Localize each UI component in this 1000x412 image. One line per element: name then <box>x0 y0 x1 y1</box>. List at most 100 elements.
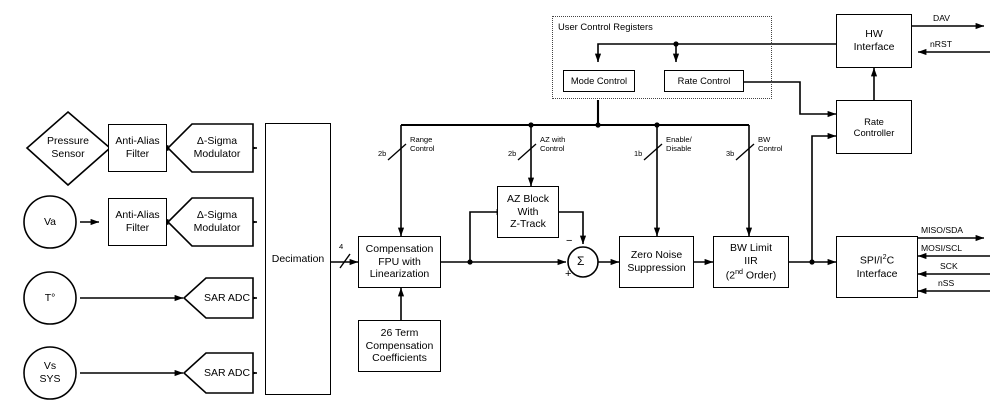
hw-interface-line2: Interface <box>853 41 895 53</box>
fpu-line3: Linearization <box>369 268 430 281</box>
bw-control-bits: 3b <box>726 149 735 158</box>
fpu-line2: FPU with <box>378 255 421 268</box>
decimation-block[interactable]: Decimation <box>265 123 331 395</box>
rate-control-register[interactable]: Rate Control <box>664 70 744 92</box>
summer-minus-sign: − <box>566 235 573 247</box>
bus-slash-bw <box>735 143 755 161</box>
delta-sigma-modulator-2-shape <box>166 197 254 247</box>
va-circle <box>23 195 77 249</box>
bw-control-line1: BW <box>758 135 771 144</box>
mod2-line2: Modulator <box>193 222 241 234</box>
zero-noise-suppression-block[interactable]: Zero Noise Suppression <box>619 236 694 288</box>
az-line3: Z-Track <box>510 218 546 231</box>
fpu-line1: Compensation <box>365 242 434 255</box>
decimation-bus-width-label: 4 <box>339 242 344 251</box>
pressure-sensor-line2: Sensor <box>51 148 85 160</box>
mod2-line1: Δ-Sigma <box>196 209 238 222</box>
user-control-registers-container <box>552 16 772 99</box>
summer-circle <box>567 246 599 278</box>
az-line1: AZ Block <box>506 192 549 205</box>
coeff-line1: 26 Term <box>380 326 419 339</box>
vs-sys-label: Vs SYS <box>24 357 76 389</box>
anti-alias-filter-2-line1: Anti-Alias <box>115 209 160 222</box>
pressure-sensor-line1: Pressure <box>46 135 89 148</box>
bus-slash-enable <box>643 143 663 161</box>
enable-disable-line1: Enable/ <box>666 135 692 144</box>
summer-sigma-symbol: Σ <box>577 254 585 268</box>
az-control-label: AZ with Control <box>540 135 566 154</box>
va-label: Va <box>43 215 57 228</box>
az-control-line1: AZ with <box>540 135 566 144</box>
anti-alias-filter-2[interactable]: Anti-Alias Filter <box>108 198 167 246</box>
sar-adc-2-shape <box>182 352 254 394</box>
spi-i2c-interface-block[interactable]: SPI/I2C Interface <box>836 236 918 298</box>
az-control-line2: Control <box>540 143 565 153</box>
mod1-line1: Δ-Sigma <box>196 135 238 148</box>
delta-sigma-modulator-2-label: Δ-Sigma Modulator <box>180 204 254 240</box>
mode-control-register[interactable]: Mode Control <box>563 70 635 92</box>
vs-sys-circle <box>23 346 77 400</box>
miso-sda-signal-label: MISO/SDA <box>921 225 964 235</box>
dav-signal-label: DAV <box>933 13 951 23</box>
range-control-line1: Range <box>410 135 433 144</box>
summer-plus-sign: + <box>565 268 572 280</box>
range-control-line2: Control <box>410 143 435 153</box>
az-line2: With <box>517 205 539 218</box>
sar-adc-1-label: SAR ADC <box>203 291 251 304</box>
coeff-line2: Compensation <box>365 339 434 352</box>
nrst-signal-label: nRST <box>930 39 952 49</box>
user-control-registers-title: User Control Registers <box>558 21 653 32</box>
wire-bwlimit-to-rate-controller <box>811 132 837 262</box>
hw-interface-block[interactable]: HW Interface <box>836 14 912 68</box>
enable-disable-label: Enable/ Disable <box>666 135 692 154</box>
bw-control-label: BW Control <box>758 135 783 154</box>
compensation-coefficients-block[interactable]: 26 Term Compensation Coefficients <box>358 320 441 372</box>
delta-sigma-modulator-1-label: Δ-Sigma Modulator <box>180 130 254 166</box>
vs-sys-line1: Vs <box>43 360 57 373</box>
pressure-sensor-diamond <box>25 110 112 187</box>
zns-line2: Suppression <box>627 262 686 274</box>
coeff-line3: Coefficients <box>372 352 427 365</box>
rate-controller-block[interactable]: Rate Controller <box>836 100 912 154</box>
bw-line1: BW Limit <box>730 242 772 255</box>
bus-slash-4 <box>339 253 351 269</box>
enable-disable-line2: Disable <box>666 143 692 153</box>
zns-line1: Zero Noise <box>630 249 683 262</box>
wire-ratecontrol-to-ratecontroller <box>744 81 837 118</box>
anti-alias-filter-1-line2: Filter <box>125 148 150 160</box>
wire-registers-trunk-to-mode-control <box>594 43 772 63</box>
bus-slash-az <box>517 143 537 161</box>
bus-junction-dots <box>467 41 815 265</box>
bw-control-line2: Control <box>758 143 783 153</box>
temperature-label: T° <box>44 291 56 304</box>
bw-line2: IIR <box>744 254 758 267</box>
wire-fpu-to-az-block <box>469 208 506 262</box>
range-control-label: Range Control <box>410 135 435 154</box>
wire-az-to-summer-minus <box>558 211 587 245</box>
vs-sys-line2: SYS <box>39 373 61 385</box>
anti-alias-filter-1-line1: Anti-Alias <box>115 135 160 148</box>
rate-controller-line2: Controller <box>853 127 895 138</box>
bw-limit-block[interactable]: BW Limit IIR (2nd Order) <box>713 236 789 288</box>
spi-i2c-line2: Interface <box>856 267 898 280</box>
anti-alias-filter-2-line2: Filter <box>125 222 150 234</box>
mod1-line2: Modulator <box>193 148 241 160</box>
sar-adc-1-shape <box>182 277 254 319</box>
mode-control-label: Mode Control <box>570 75 628 87</box>
rate-control-label: Rate Control <box>677 75 731 87</box>
decimation-label: Decimation <box>271 252 325 265</box>
anti-alias-filter-1[interactable]: Anti-Alias Filter <box>108 124 167 172</box>
mosi-scl-signal-label: MOSI/SCL <box>921 243 963 253</box>
hw-interface-line1: HW <box>865 28 883 41</box>
sar-adc-2-label: SAR ADC <box>203 366 251 379</box>
temperature-circle <box>23 271 77 325</box>
compensation-fpu-block[interactable]: Compensation FPU with Linearization <box>358 236 441 288</box>
az-control-bits: 2b <box>508 149 517 158</box>
enable-disable-bits: 1b <box>634 149 643 158</box>
bw-line3: (2nd Order) <box>725 267 777 282</box>
az-block[interactable]: AZ Block With Z-Track <box>497 186 559 238</box>
nss-signal-label: nSS <box>938 278 955 288</box>
delta-sigma-modulator-1-shape <box>166 123 254 173</box>
